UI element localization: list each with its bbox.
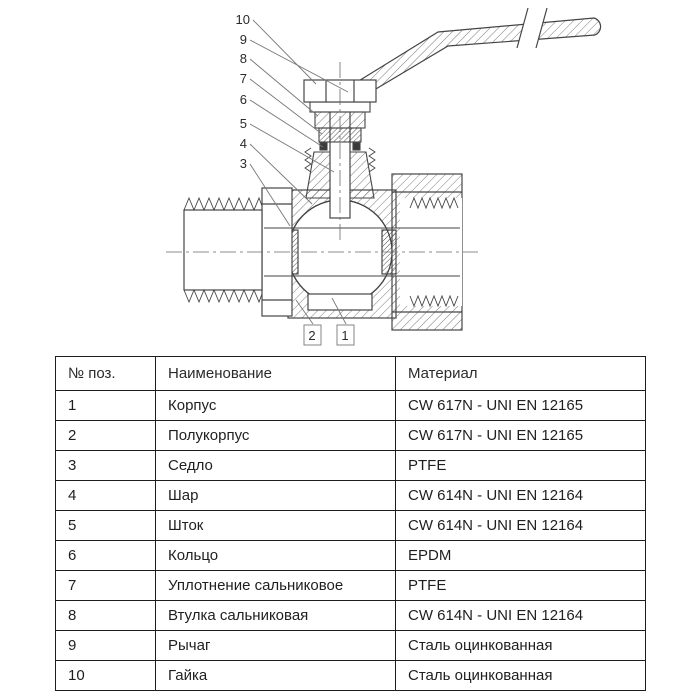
cell-material: CW 617N - UNI EN 12165 bbox=[395, 420, 646, 451]
cell-material: PTFE bbox=[395, 570, 646, 601]
table-row: 4 Шар CW 614N - UNI EN 12164 bbox=[55, 480, 646, 511]
cell-position: 7 bbox=[55, 570, 156, 601]
cell-name: Шток bbox=[155, 510, 396, 541]
cell-name: Шар bbox=[155, 480, 396, 511]
table-row: 1 Корпус CW 617N - UNI EN 12165 bbox=[55, 390, 646, 421]
table-row: 10 Гайка Сталь оцинкованная bbox=[55, 660, 646, 691]
callout-3: 3 bbox=[240, 156, 247, 171]
callout-labels: 10 9 8 7 6 5 4 3 2 1 bbox=[236, 12, 355, 346]
table-row: 6 Кольцо EPDM bbox=[55, 540, 646, 571]
cell-name: Уплотнение сальниковое bbox=[155, 570, 396, 601]
cell-position: 9 bbox=[55, 630, 156, 661]
callout-7: 7 bbox=[240, 71, 247, 86]
callout-2: 2 bbox=[308, 328, 315, 343]
callout-9: 9 bbox=[240, 32, 247, 47]
cell-name: Полукорпус bbox=[155, 420, 396, 451]
cell-material: EPDM bbox=[395, 540, 646, 571]
header-material: Материал bbox=[395, 356, 646, 391]
leader-lines bbox=[249, 19, 349, 325]
cell-name: Кольцо bbox=[155, 540, 396, 571]
valve-cross-section-svg: 10 9 8 7 6 5 4 3 2 1 bbox=[166, 7, 602, 346]
cell-material: CW 614N - UNI EN 12164 bbox=[395, 480, 646, 511]
bore-lines bbox=[264, 227, 460, 277]
cell-position: 3 bbox=[55, 450, 156, 481]
cell-name: Гайка bbox=[155, 660, 396, 691]
cell-name: Рычаг bbox=[155, 630, 396, 661]
table-row: 7 Уплотнение сальниковое PTFE bbox=[55, 570, 646, 601]
cell-material: CW 617N - UNI EN 12165 bbox=[395, 390, 646, 421]
cell-material: CW 614N - UNI EN 12164 bbox=[395, 600, 646, 631]
cell-material: Сталь оцинкованная bbox=[395, 660, 646, 691]
cell-material: PTFE bbox=[395, 450, 646, 481]
cell-position: 4 bbox=[55, 480, 156, 511]
cell-position: 10 bbox=[55, 660, 156, 691]
header-name: Наименование bbox=[155, 356, 396, 391]
cell-name: Корпус bbox=[155, 390, 396, 421]
centerlines bbox=[166, 62, 478, 253]
callout-10: 10 bbox=[236, 12, 250, 27]
callout-1: 1 bbox=[341, 328, 348, 343]
cell-position: 2 bbox=[55, 420, 156, 451]
ball-valve-drawing: 10 9 8 7 6 5 4 3 2 1 bbox=[166, 7, 602, 346]
cell-position: 5 bbox=[55, 510, 156, 541]
lever-handle bbox=[343, 7, 602, 103]
callout-6: 6 bbox=[240, 92, 247, 107]
callout-4: 4 bbox=[240, 136, 247, 151]
cell-material: CW 614N - UNI EN 12164 bbox=[395, 510, 646, 541]
cell-material: Сталь оцинкованная bbox=[395, 630, 646, 661]
valve-body bbox=[283, 189, 398, 319]
cell-name: Седло bbox=[155, 450, 396, 481]
cell-position: 1 bbox=[55, 390, 156, 421]
cell-position: 8 bbox=[55, 600, 156, 631]
header-position: № поз. bbox=[55, 356, 156, 391]
table-row: 2 Полукорпус CW 617N - UNI EN 12165 bbox=[55, 420, 646, 451]
cell-position: 6 bbox=[55, 540, 156, 571]
table-row: 8 Втулка сальниковая CW 614N - UNI EN 12… bbox=[55, 600, 646, 631]
table-row: 5 Шток CW 614N - UNI EN 12164 bbox=[55, 510, 646, 541]
callout-8: 8 bbox=[240, 51, 247, 66]
parts-table: № поз. Наименование Материал 1 Корпус CW… bbox=[55, 356, 646, 691]
table-header-row: № поз. Наименование Материал bbox=[55, 356, 646, 391]
table-row: 9 Рычаг Сталь оцинкованная bbox=[55, 630, 646, 661]
table-row: 3 Седло PTFE bbox=[55, 450, 646, 481]
callout-5: 5 bbox=[240, 116, 247, 131]
cell-name: Втулка сальниковая bbox=[155, 600, 396, 631]
